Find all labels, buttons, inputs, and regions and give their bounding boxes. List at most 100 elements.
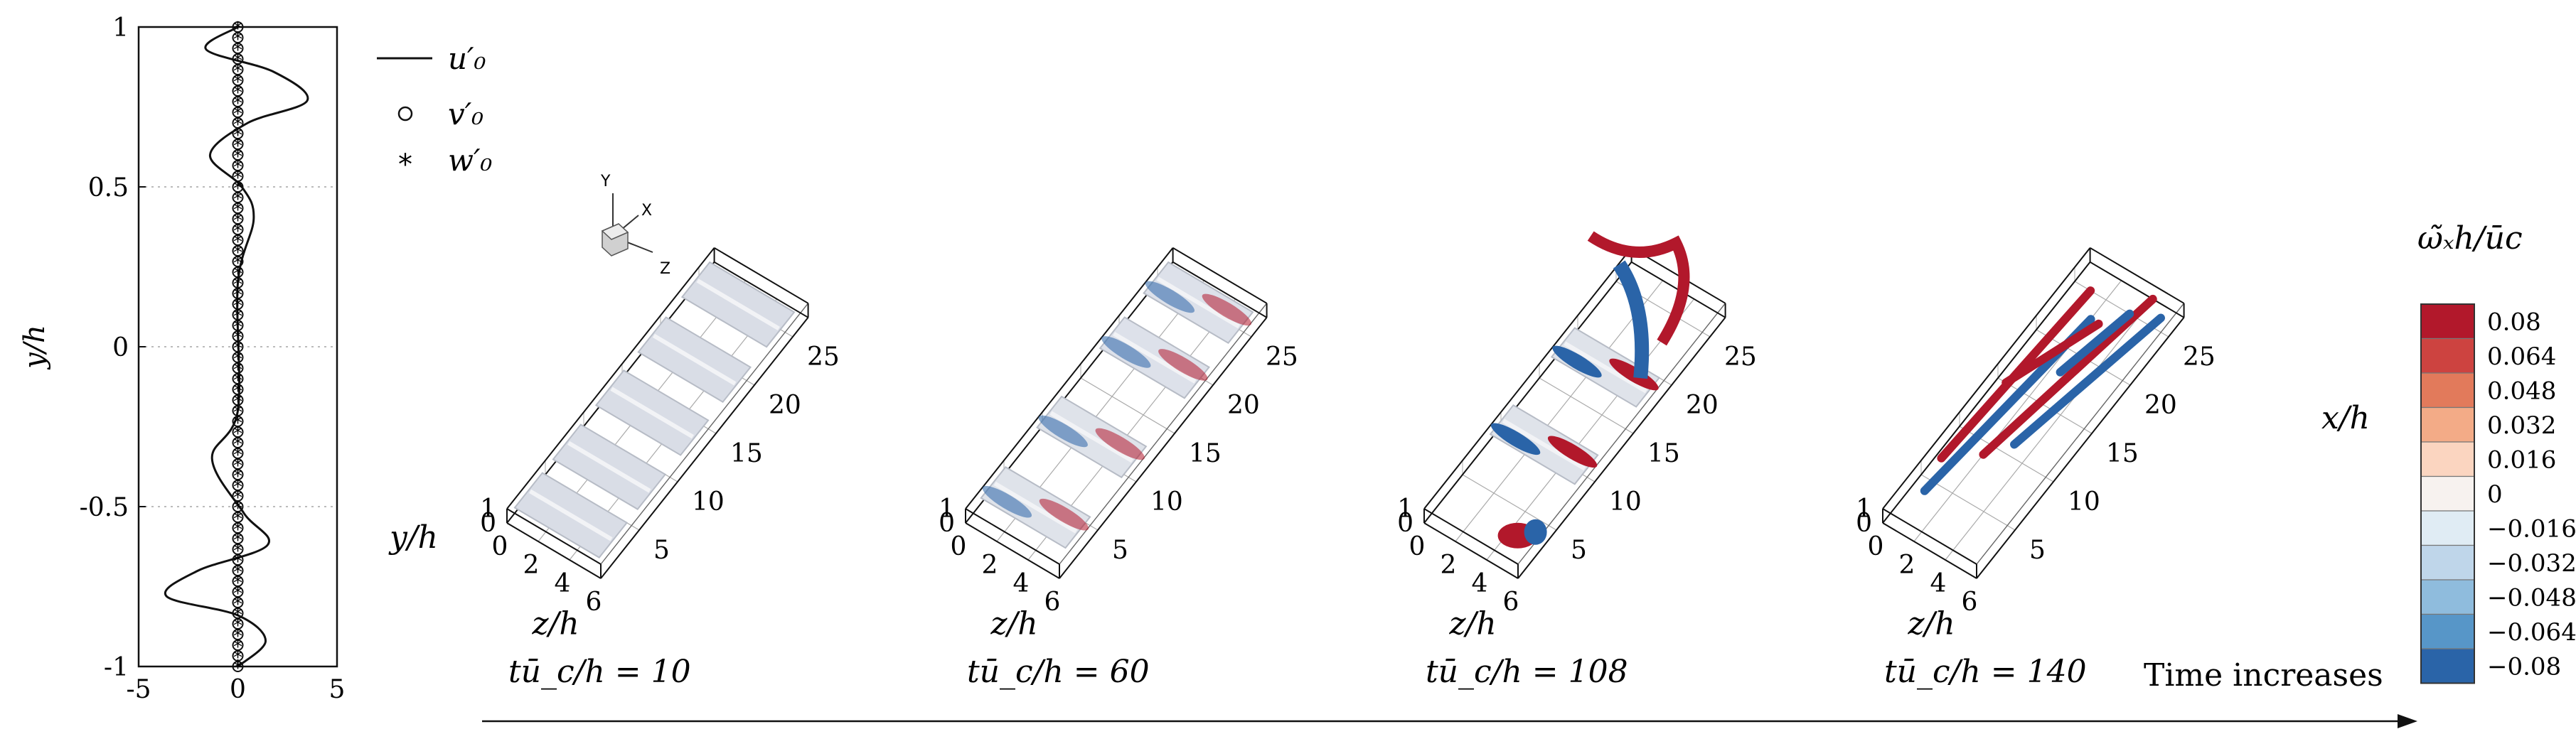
- panel-xtick-label: 10: [1150, 487, 1183, 517]
- w-marker: *: [233, 338, 242, 360]
- w-marker: *: [233, 647, 242, 669]
- w-marker: *: [233, 434, 242, 455]
- w-marker: *: [233, 509, 242, 530]
- panel-ytick-label: 0: [1856, 509, 1872, 538]
- panel-xtick-label: 5: [1571, 536, 1587, 565]
- colorbar-cell: [2420, 303, 2475, 340]
- panel-ytick-label: 1: [1856, 495, 1872, 524]
- w-marker: *: [233, 551, 242, 573]
- w-marker: *: [233, 381, 242, 402]
- v-profile-markers: [232, 21, 244, 672]
- w-marker: *: [233, 18, 242, 40]
- w-marker: *: [233, 423, 242, 445]
- w-marker: *: [233, 285, 242, 306]
- w-marker: *: [233, 72, 242, 93]
- axes-triad-icon: Y X Z: [600, 173, 670, 278]
- panel-xtick-label: 15: [1647, 439, 1680, 468]
- panel-ytick-label: 0: [480, 509, 496, 538]
- panel-xtick-label: 25: [1266, 342, 1298, 372]
- legend-asterisk-marker: *: [398, 149, 412, 181]
- w-marker: *: [233, 392, 242, 413]
- triad-y-label: Y: [600, 173, 611, 190]
- w-marker: *: [233, 136, 242, 157]
- colorbar-cell: [2420, 406, 2475, 443]
- panel-ztick-label: 2: [523, 551, 540, 580]
- w-marker: *: [233, 562, 242, 583]
- w-marker: *: [233, 328, 242, 349]
- w-marker: *: [233, 93, 242, 114]
- triad-x-label: X: [641, 202, 652, 220]
- panel-ztick-label: 0: [1868, 532, 1884, 561]
- w-marker: *: [233, 189, 242, 210]
- w-marker: *: [233, 178, 242, 200]
- panel-ztick-label: 4: [555, 569, 571, 598]
- colorbar-tick-label: 0.08: [2487, 308, 2541, 336]
- w-marker: *: [233, 370, 242, 392]
- w-marker: *: [233, 541, 242, 562]
- legend-circle-marker: [397, 106, 413, 122]
- colorbar-cell: [2420, 544, 2475, 581]
- colorbar-cell: [2420, 475, 2475, 512]
- w-marker: *: [233, 306, 242, 328]
- w-marker: *: [233, 232, 242, 253]
- w-marker: *: [233, 477, 242, 498]
- colorbar-cells: [2420, 303, 2475, 684]
- profile-ylabel: y/h: [18, 325, 51, 370]
- w-marker: *: [233, 519, 242, 541]
- colorbar-tick-label: 0.016: [2487, 446, 2556, 474]
- w-marker: *: [233, 487, 242, 509]
- profile-ytick-label: 0.5: [88, 173, 129, 203]
- panel-xtick-label: 25: [807, 342, 840, 372]
- panel-xtick-label: 10: [692, 487, 725, 517]
- w-marker: *: [233, 637, 242, 658]
- w-marker: *: [233, 114, 242, 136]
- panel-ylabel: y/h: [388, 519, 438, 556]
- w-marker: *: [233, 530, 242, 551]
- w-marker: *: [233, 125, 242, 146]
- colorbar: ω̃ₓh/ūc 0.080.0640.0480.0320.0160−0.016−…: [2417, 220, 2576, 684]
- panel-ztick-label: 4: [1472, 569, 1488, 598]
- w-marker: *: [233, 360, 242, 381]
- w-marker: *: [233, 221, 242, 242]
- triad-z-label: Z: [660, 260, 670, 278]
- panel-xtick-label: 10: [2068, 487, 2100, 517]
- colorbar-cell: [2420, 613, 2475, 649]
- panel-xtick-label: 10: [1609, 487, 1642, 517]
- w-marker: *: [233, 498, 242, 519]
- panel-time-label: tū_c/h = 10: [508, 654, 691, 690]
- w-marker: *: [233, 445, 242, 466]
- panel-zlabel: z/h: [1448, 606, 1496, 642]
- panel-ztick-label: 2: [1899, 551, 1915, 580]
- w-marker: *: [233, 573, 242, 594]
- legend-label-w: w′₀: [448, 143, 492, 178]
- profile-ytick-label: -1: [104, 653, 129, 682]
- w-marker: *: [233, 210, 242, 232]
- colorbar-tick-label: 0.032: [2487, 411, 2556, 440]
- w-marker: *: [233, 50, 242, 72]
- colorbar-tick-label: −0.048: [2487, 583, 2576, 612]
- profile-xtick-label: 5: [329, 675, 346, 704]
- w-marker: *: [233, 82, 242, 104]
- w-marker: *: [233, 296, 242, 317]
- w-marker: *: [233, 626, 242, 647]
- w-marker: *: [233, 583, 242, 605]
- profile-ytick-label: 1: [112, 14, 129, 43]
- w-marker: *: [233, 317, 242, 338]
- panel-zlabel: z/h: [531, 606, 579, 642]
- panel-xtick-label: 20: [1227, 391, 1260, 420]
- colorbar-cell: [2420, 338, 2475, 374]
- legend-label-u: u′₀: [448, 41, 486, 76]
- w-marker: *: [233, 146, 242, 168]
- panel-zlabel: z/h: [990, 606, 1037, 642]
- panel-ztick-label: 6: [1503, 588, 1519, 617]
- panel-ytick-label: 1: [480, 495, 496, 524]
- colorbar-tick-label: 0: [2487, 480, 2503, 509]
- profile-xtick-label: 0: [230, 675, 246, 704]
- colorbar-labels: 0.080.0640.0480.0320.0160−0.016−0.032−0.…: [2487, 308, 2576, 681]
- colorbar-tick-label: −0.016: [2487, 514, 2576, 543]
- panel-ytick-label: 0: [1397, 509, 1413, 538]
